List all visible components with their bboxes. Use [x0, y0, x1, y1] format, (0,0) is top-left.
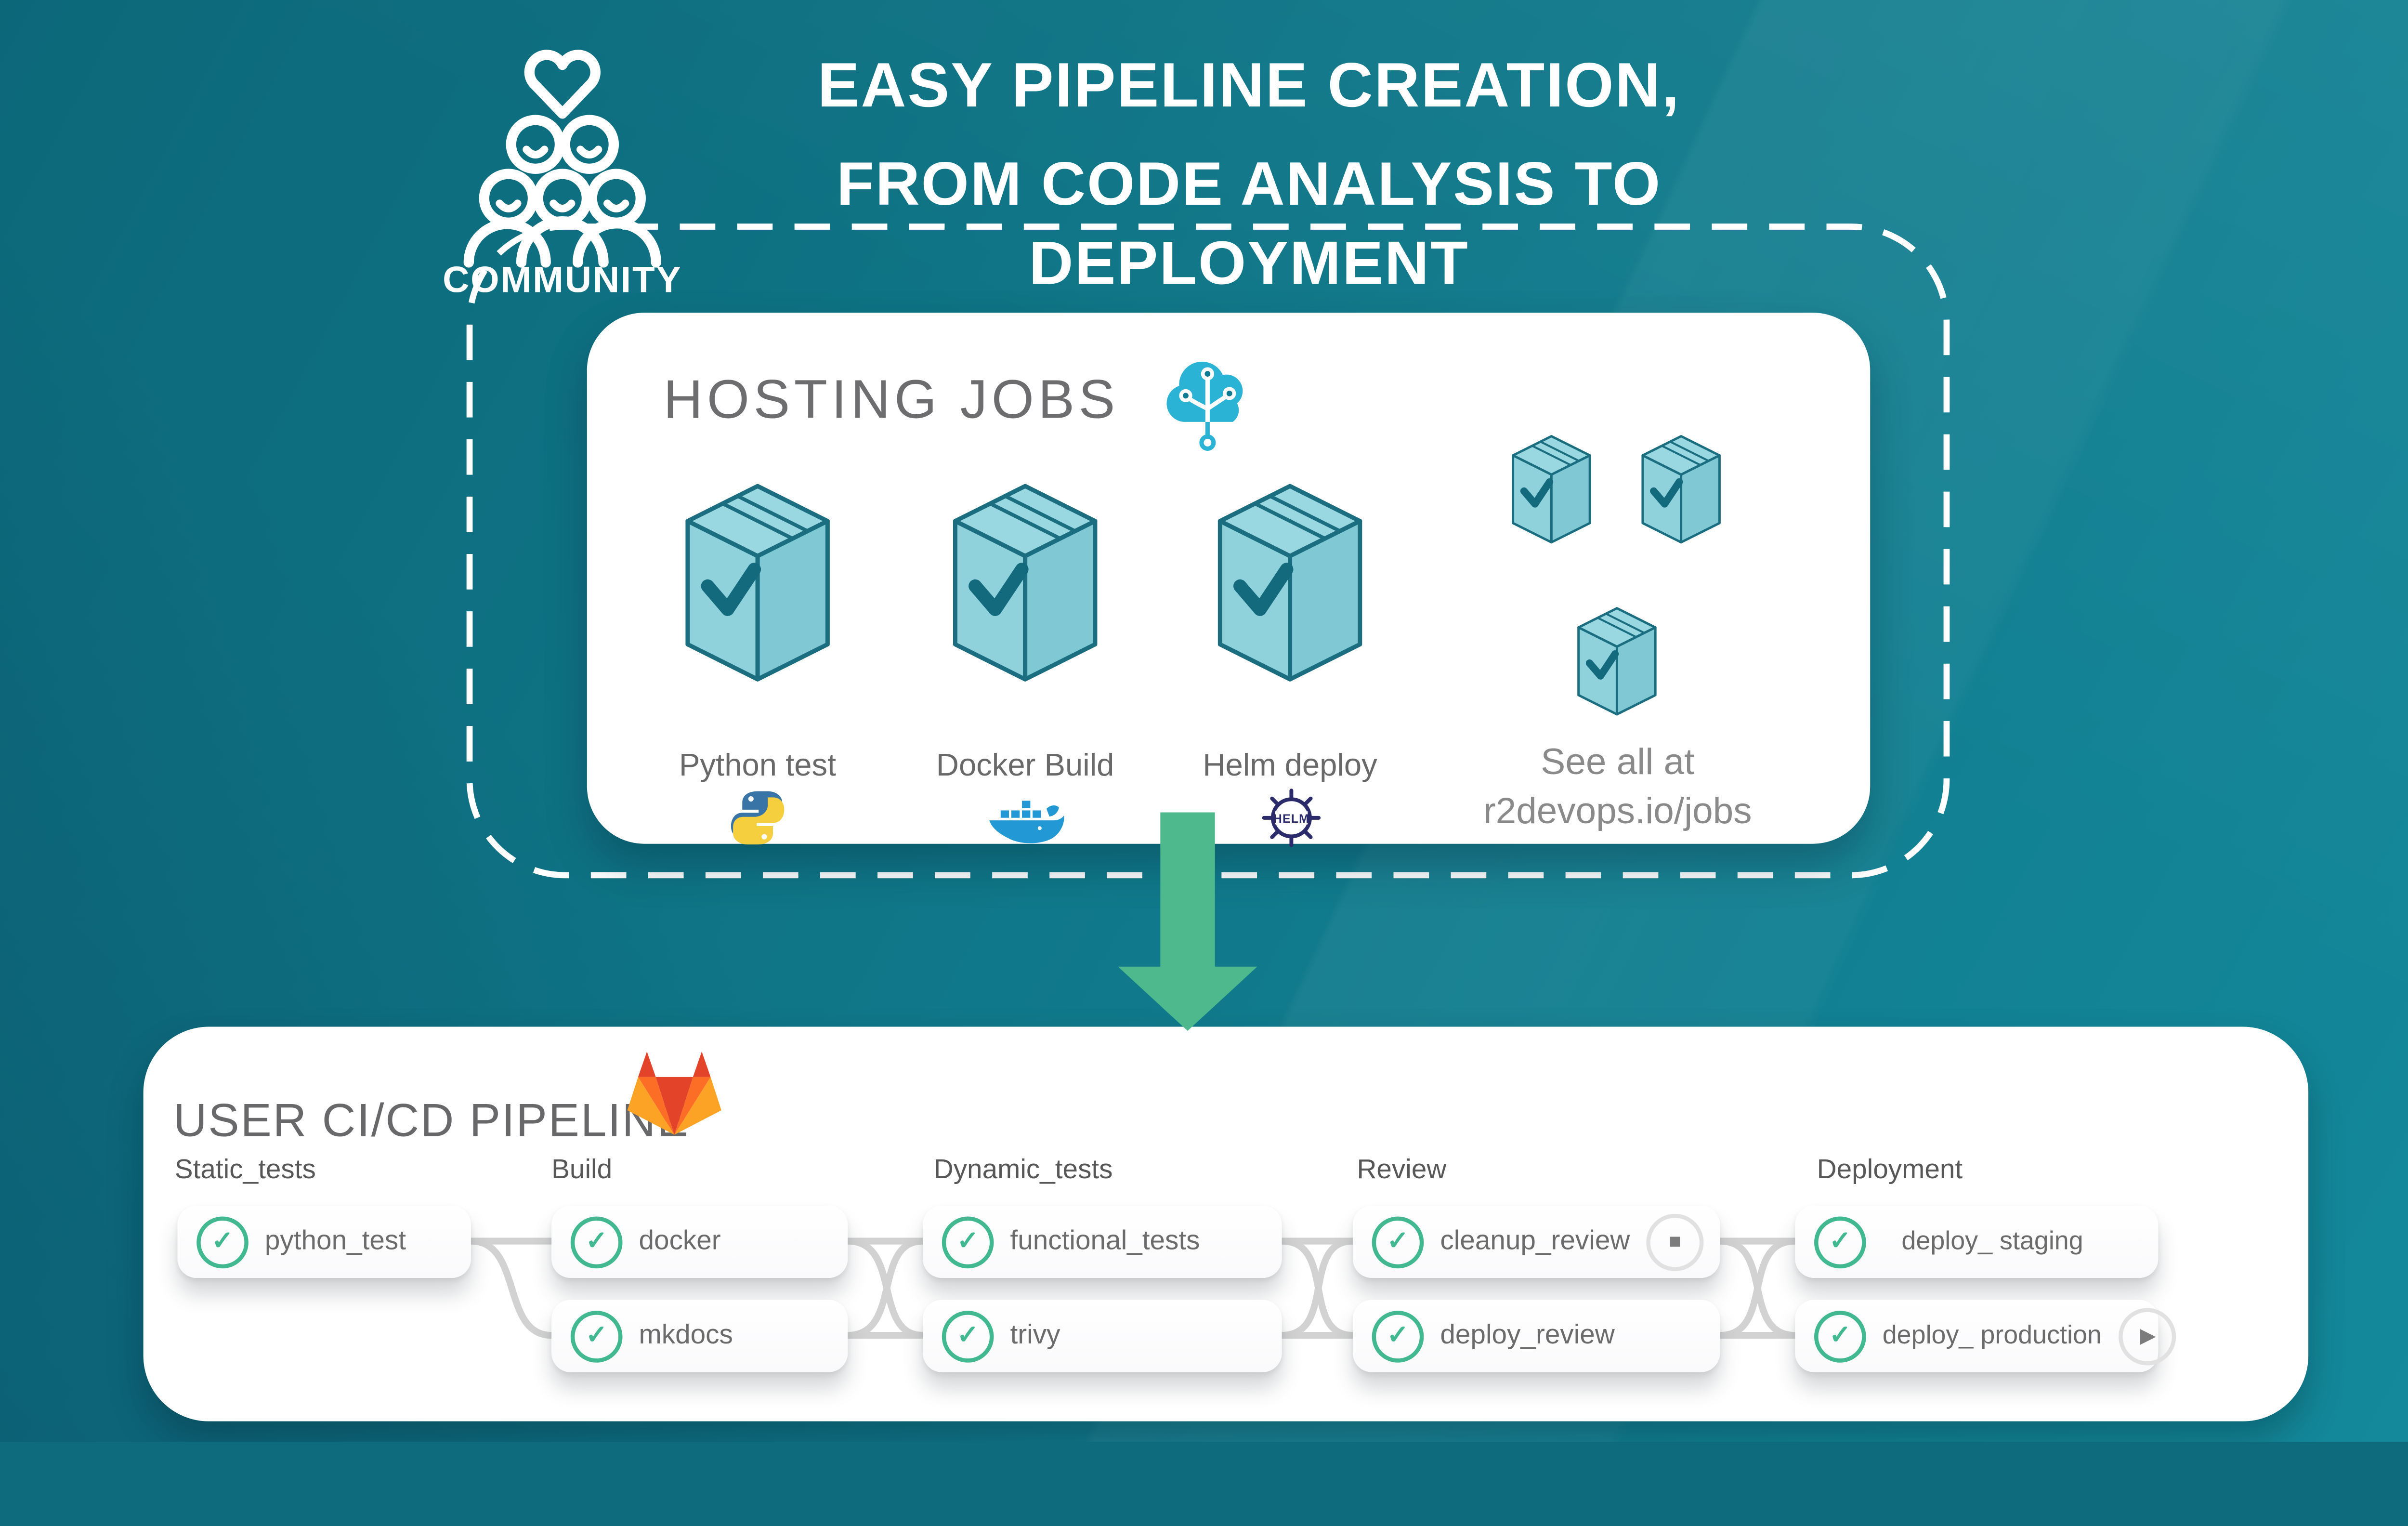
job-label: deploy_review	[1440, 1320, 1615, 1351]
status-passed-icon: ✓	[570, 1216, 623, 1268]
community-label: COMMUNITY	[443, 259, 682, 301]
job-label: deploy_ production	[1882, 1321, 2102, 1350]
stage-header-deployment: Deployment	[1817, 1155, 1963, 1185]
job-chip-deploy-review[interactable]: ✓ deploy_review	[1352, 1300, 1720, 1372]
manual-stop-button[interactable]: ■	[1646, 1213, 1704, 1271]
hosting-jobs-title: HOSTING JOBS	[663, 370, 1119, 430]
see-all-text: See all at	[1541, 741, 1695, 783]
status-passed-icon: ✓	[1814, 1216, 1866, 1268]
community-icon	[463, 50, 661, 268]
package-docker-build-icon	[942, 482, 1109, 687]
job-label-helm-deploy: Helm deploy	[1203, 747, 1377, 783]
title-line-1: EASY PIPELINE CREATION,	[817, 49, 1681, 120]
small-package-icon	[1636, 434, 1727, 546]
stage-header-review: Review	[1357, 1155, 1447, 1185]
stop-square-icon: ■	[1669, 1230, 1681, 1254]
svg-text:HELM: HELM	[1273, 812, 1309, 826]
stage-header-dynamic-tests: Dynamic_tests	[933, 1155, 1113, 1185]
status-passed-icon: ✓	[570, 1310, 623, 1362]
job-chip-deploy-production[interactable]: ✓ deploy_ production ▶	[1795, 1300, 2175, 1372]
job-label: trivy	[1010, 1320, 1060, 1351]
package-helm-deploy-icon	[1207, 482, 1374, 687]
gitlab-icon	[627, 1051, 721, 1135]
small-package-icon	[1571, 606, 1662, 718]
pipeline-connections	[467, 1237, 1799, 1339]
job-label: deploy_ staging	[1901, 1226, 2083, 1256]
cloud-branch-icon	[1166, 361, 1243, 451]
job-chip-trivy[interactable]: ✓ trivy	[923, 1300, 1282, 1372]
status-passed-icon: ✓	[1372, 1310, 1424, 1362]
stage-header-static-tests: Static_tests	[174, 1155, 316, 1185]
infographic-canvas: COMMUNITY EASY PIPELINE CREATION, FROM C…	[0, 0, 2408, 1442]
package-python-test-icon	[674, 482, 841, 687]
small-package-icon	[1505, 434, 1597, 546]
status-passed-icon: ✓	[1814, 1310, 1866, 1362]
pipeline-title: USER CI/CD PIPELINE	[173, 1095, 690, 1147]
stage-header-build: Build	[551, 1155, 613, 1185]
job-label-docker-build: Docker Build	[936, 747, 1114, 783]
down-arrow	[1118, 812, 1257, 1031]
job-chip-functional-tests[interactable]: ✓ functional_tests	[923, 1205, 1282, 1278]
helm-icon: HELM	[1262, 789, 1321, 847]
job-label-python-test: Python test	[679, 747, 837, 783]
see-all-link[interactable]: r2devops.io/jobs	[1483, 790, 1752, 832]
job-chip-cleanup-review[interactable]: ✓ cleanup_review ■	[1352, 1205, 1720, 1278]
title-line-2: FROM CODE ANALYSIS TO DEPLOYMENT	[836, 148, 1662, 298]
docker-icon	[989, 799, 1064, 843]
job-chip-python-test[interactable]: ✓ python_test	[177, 1205, 471, 1278]
job-label: cleanup_review	[1440, 1226, 1630, 1256]
status-passed-icon: ✓	[942, 1310, 994, 1362]
status-passed-icon: ✓	[942, 1216, 994, 1268]
job-label: docker	[639, 1226, 721, 1256]
job-label: mkdocs	[639, 1320, 733, 1351]
page-title: EASY PIPELINE CREATION, FROM CODE ANALYS…	[641, 46, 1857, 303]
dashed-boundary	[466, 224, 1950, 879]
job-label: python_test	[264, 1226, 406, 1256]
python-icon	[731, 791, 785, 845]
status-passed-icon: ✓	[1372, 1216, 1424, 1268]
play-button[interactable]: ▶	[2118, 1307, 2175, 1365]
user-pipeline-panel: USER CI/CD PIPELINE Static_tests Build D…	[143, 1026, 2309, 1421]
job-chip-mkdocs[interactable]: ✓ mkdocs	[551, 1300, 848, 1372]
job-chip-docker[interactable]: ✓ docker	[551, 1205, 848, 1278]
job-chip-deploy-staging[interactable]: ✓ deploy_ staging	[1795, 1205, 2159, 1278]
job-label: functional_tests	[1010, 1226, 1200, 1256]
play-icon: ▶	[2140, 1324, 2156, 1348]
status-passed-icon: ✓	[196, 1216, 249, 1268]
hosting-jobs-card: HOSTING JOBS Python test Docker Build He…	[587, 313, 1871, 847]
